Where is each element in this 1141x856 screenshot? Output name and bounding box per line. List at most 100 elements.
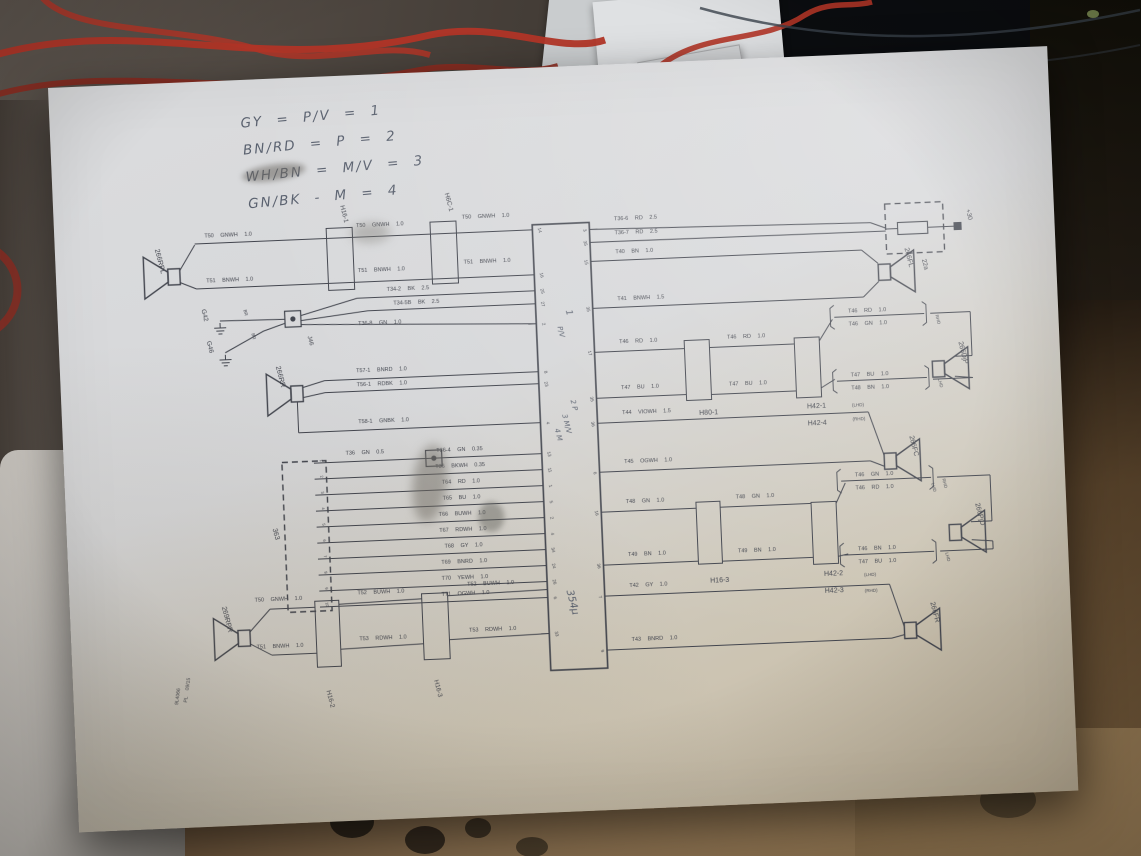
label: T36-7 RD 2.5 bbox=[614, 229, 657, 237]
wire bbox=[317, 558, 330, 560]
pin-number-left: 25 bbox=[539, 288, 545, 295]
pin-number-363: 5 bbox=[321, 523, 327, 527]
wire bbox=[989, 474, 993, 521]
speaker-269RPR-cone bbox=[212, 617, 240, 662]
label: T51 BNWH 1.0 bbox=[464, 258, 511, 266]
wire bbox=[937, 474, 991, 478]
wire bbox=[224, 322, 286, 354]
wire bbox=[722, 556, 814, 562]
pin-number-right: 35 bbox=[589, 396, 595, 403]
wire bbox=[954, 355, 973, 357]
bracket bbox=[931, 539, 938, 564]
speaker-266FR-cone bbox=[915, 606, 943, 652]
bracket bbox=[829, 304, 836, 330]
wire bbox=[313, 462, 326, 464]
wire bbox=[250, 643, 273, 656]
wire bbox=[269, 606, 316, 610]
pin-number-363: 1 bbox=[319, 459, 325, 463]
wire bbox=[298, 422, 541, 434]
connector-label-H6C-1: H6C-1 bbox=[443, 192, 455, 212]
connector-box-H16-1 bbox=[325, 226, 356, 291]
label: T51 BNWH 1.0 bbox=[358, 266, 405, 274]
pin-number-left: 33 bbox=[554, 631, 560, 638]
speaker-266FC bbox=[883, 452, 898, 471]
wire bbox=[449, 632, 550, 641]
wire bbox=[331, 597, 548, 608]
ground-label-G42: G42 bbox=[199, 309, 209, 323]
pin-number-right: 6 bbox=[592, 471, 598, 475]
wire bbox=[870, 460, 885, 467]
label: RHD bbox=[941, 478, 948, 489]
bracket bbox=[921, 301, 928, 326]
speaker-266RR-cone bbox=[265, 372, 292, 418]
doc-ref2: PL 09/15 bbox=[183, 677, 192, 703]
wire bbox=[709, 343, 795, 349]
wire bbox=[249, 608, 271, 633]
ground-G46 bbox=[219, 359, 232, 361]
connector-label-H42-1: H42-1 bbox=[807, 403, 826, 411]
label: (RHD) bbox=[852, 416, 865, 422]
hw-4m: 4 M bbox=[553, 428, 564, 442]
pin-number-363: 10 bbox=[324, 602, 330, 608]
label: LHD bbox=[937, 378, 944, 389]
pin-number-363: 2 bbox=[319, 475, 325, 479]
wire bbox=[338, 598, 422, 605]
label: T58-1 GNBK 1.0 bbox=[358, 417, 409, 425]
wire bbox=[296, 401, 300, 433]
pin-number-left: 27 bbox=[540, 301, 546, 308]
pin-number-left: 5 bbox=[549, 500, 555, 504]
label: T36-6 RD 2.5 bbox=[614, 215, 657, 223]
wire bbox=[357, 290, 535, 299]
wire bbox=[330, 565, 547, 576]
connector-box-H16-2 bbox=[314, 599, 342, 668]
label: LHD bbox=[944, 552, 951, 563]
label: T46 RD 1.0 bbox=[727, 333, 765, 341]
label: T36-8 GN 1.0 bbox=[358, 319, 402, 327]
label: T48 GN 1.0 bbox=[626, 498, 665, 506]
label: RHD bbox=[934, 314, 941, 325]
wire bbox=[835, 482, 846, 504]
wire bbox=[940, 548, 994, 552]
wire bbox=[603, 560, 699, 566]
wire bbox=[315, 494, 328, 496]
junction-label-J46: J46 bbox=[306, 335, 314, 347]
connector-label-H42-3: H42-3 bbox=[825, 587, 844, 595]
pin-number-left: 34 bbox=[550, 547, 556, 554]
pin-number-right: 36 bbox=[596, 563, 602, 570]
bracket bbox=[928, 465, 934, 490]
label: LHD bbox=[930, 482, 937, 493]
label: T44 VIOWH 1.5 bbox=[622, 408, 671, 416]
handwritten-notes: GY = P/V = 1 BN/RD = P = 2 WH/BN = M/V =… bbox=[239, 94, 428, 218]
label: T36 GN 0.5 bbox=[345, 449, 384, 457]
label: T67 RDWH 1.0 bbox=[439, 526, 487, 534]
speaker-266DjP bbox=[931, 359, 946, 378]
speaker-266FC-cone bbox=[895, 437, 922, 483]
speaker-label-266RR: 266RR bbox=[274, 365, 286, 388]
wire bbox=[720, 502, 812, 508]
wire bbox=[324, 383, 539, 394]
bracket bbox=[839, 542, 846, 568]
pin-number-right: 16 bbox=[594, 510, 600, 517]
speaker-label-269RPR: 269RPR bbox=[220, 606, 233, 633]
pin-number-right: 15 bbox=[583, 259, 589, 266]
wire bbox=[863, 281, 880, 298]
connector-label-H42-4: H42-4 bbox=[808, 420, 827, 428]
terminal-30 bbox=[953, 221, 962, 231]
pin-number-left: 6 bbox=[553, 596, 559, 600]
ground-label-G46: G46 bbox=[205, 340, 215, 354]
pin-number-right: 17 bbox=[587, 350, 593, 357]
label: T52 BUWH 1.0 bbox=[467, 580, 514, 588]
junction-J46 bbox=[283, 309, 302, 328]
label: T47 BU 1.0 bbox=[858, 558, 896, 566]
speaker-266RR bbox=[289, 384, 305, 403]
connector-box-H16-3 bbox=[695, 500, 724, 565]
wire bbox=[316, 526, 329, 528]
wire bbox=[589, 230, 886, 243]
label: T53 RDWH 1.0 bbox=[359, 634, 407, 642]
wire bbox=[219, 318, 285, 322]
label: T68 GY 1.0 bbox=[444, 542, 482, 550]
hw-354u: 354µ bbox=[564, 589, 581, 616]
label: T56-1 RDBK 1.0 bbox=[357, 380, 408, 388]
label: T46 GN 1.0 bbox=[848, 320, 887, 328]
